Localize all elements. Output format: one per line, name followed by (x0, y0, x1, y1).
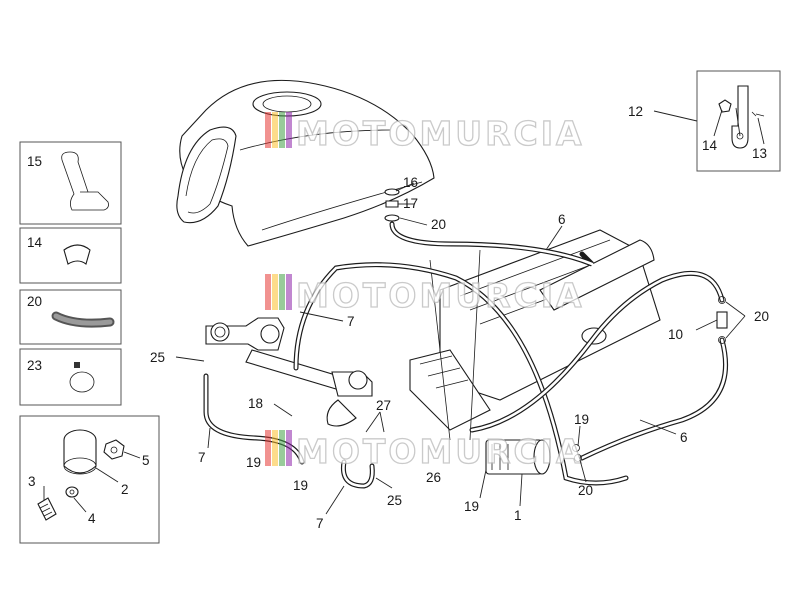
callout-label: 14 (702, 138, 718, 153)
callout-label: 19 (464, 499, 479, 514)
callout-label: 20 (578, 483, 593, 498)
callout-label: 25 (150, 350, 165, 365)
callout-label: 19 (246, 455, 261, 470)
callout-label: 7 (347, 314, 355, 329)
callout-label: 18 (248, 396, 263, 411)
watermark-bar-1 (265, 430, 271, 466)
watermark-bar-1 (265, 112, 271, 148)
watermark-bar-4 (286, 274, 292, 310)
callout-label: 25 (387, 493, 402, 508)
watermark-bar-2 (272, 430, 278, 466)
callout-label: 20 (754, 309, 769, 324)
callout-label: 27 (376, 398, 391, 413)
watermark-text: MOTOMURCIA (296, 432, 585, 471)
watermark-3: MOTOMURCIA (265, 430, 585, 472)
watermark-bar-3 (279, 430, 285, 466)
callout-labels: 15 14 20 23 3 2 4 5 12 14 13 16 17 20 6 … (27, 104, 769, 531)
watermark-bar-2 (272, 112, 278, 148)
detail-box-15 (19, 227, 122, 284)
detail-box-22 (19, 289, 122, 345)
fuel-tank (176, 79, 435, 247)
watermark-bar-4 (286, 430, 292, 466)
detail-box-16 (19, 141, 122, 225)
callout-label: 3 (28, 474, 36, 489)
callout-label: 16 (403, 175, 418, 190)
watermark-2: MOTOMURCIA (265, 274, 585, 316)
callout-label: 19 (293, 478, 308, 493)
callout-label: 6 (558, 212, 566, 227)
callout-label: 4 (88, 511, 96, 526)
callout-label: 26 (426, 470, 441, 485)
detail-box-12 (696, 70, 781, 172)
callout-label: 6 (680, 430, 688, 445)
watermark-text: MOTOMURCIA (296, 276, 585, 315)
callout-label: 12 (628, 104, 643, 119)
callout-label: 7 (198, 450, 206, 465)
callout-label: 15 (27, 154, 42, 169)
fuel-fittings (384, 188, 400, 222)
leader-lines (43, 107, 765, 515)
callout-label: 19 (574, 412, 589, 427)
watermark-bar-1 (265, 274, 271, 310)
watermark-text: MOTOMURCIA (296, 114, 585, 153)
watermark-bar-3 (279, 274, 285, 310)
callout-label: 2 (121, 482, 129, 497)
watermark-1: MOTOMURCIA (265, 112, 585, 154)
hoses (203, 221, 728, 489)
throttle-body (205, 317, 373, 427)
callout-label: 14 (27, 235, 43, 250)
watermark-bar-2 (272, 274, 278, 310)
detail-box-main-clamp (19, 415, 160, 544)
callout-label: 10 (668, 327, 683, 342)
callout-label: 7 (316, 516, 324, 531)
callout-label: 1 (514, 508, 522, 523)
callout-label: 20 (431, 217, 446, 232)
callout-label: 20 (27, 294, 42, 309)
detail-box-24 (19, 348, 122, 406)
canister-1 (485, 439, 551, 475)
callout-label: 5 (142, 453, 150, 468)
watermark-bar-4 (286, 112, 292, 148)
callout-label: 13 (752, 146, 767, 161)
callout-label: 23 (27, 358, 42, 373)
airbox-frame (409, 229, 661, 441)
watermark-bar-3 (279, 112, 285, 148)
watermark: MOTOMURCIA MOTOMURCIA MOTOMURCIA (265, 112, 585, 472)
callout-label: 17 (403, 196, 418, 211)
